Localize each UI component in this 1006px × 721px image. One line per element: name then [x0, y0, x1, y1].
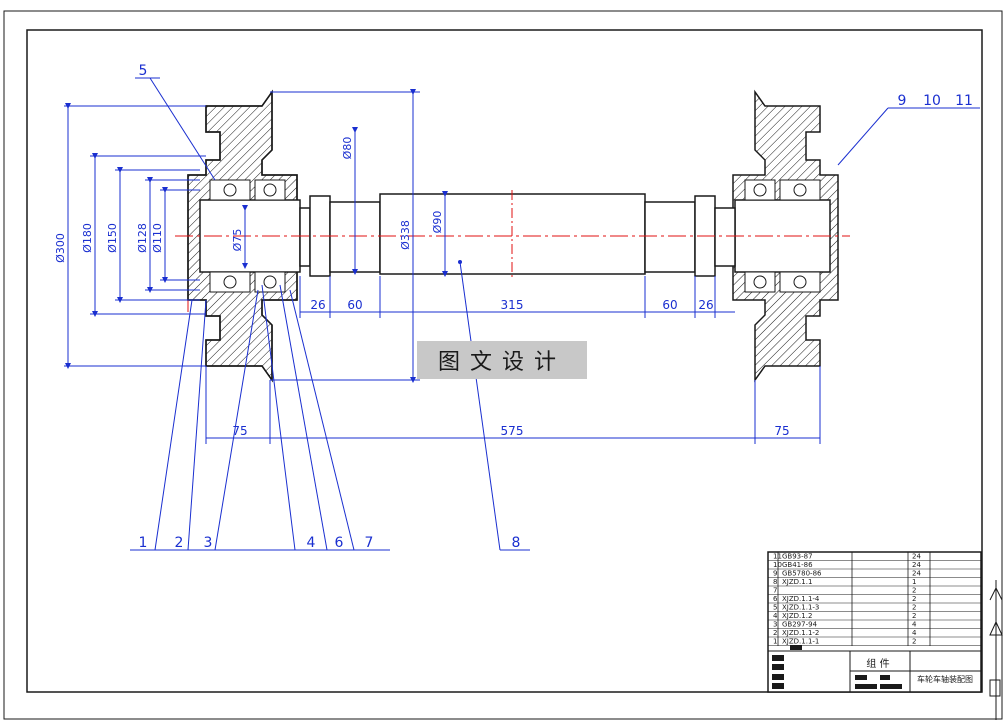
bom-no: 2 [773, 629, 777, 637]
dim-575: 575 [501, 424, 524, 438]
dim-d110: Ø110 [151, 223, 164, 253]
bom-no: 8 [773, 578, 777, 586]
bom-code: XJZD.1.2 [782, 612, 812, 620]
left-diameter-labels: Ø300 Ø180 Ø150 Ø128 Ø110 Ø75 [54, 223, 244, 263]
bom-no: 4 [773, 612, 778, 620]
balloon-9: 9 [898, 93, 907, 109]
overall-length-dimensions [205, 366, 821, 444]
watermark-text: 图文设计 [437, 350, 566, 375]
dim-26-right: 26 [698, 298, 713, 312]
bom-qty: 2 [912, 587, 916, 595]
bom-code: XJZD.1.1-3 [782, 604, 819, 612]
bom-qty: 24 [912, 553, 921, 561]
balloon-2: 2 [175, 535, 184, 551]
bom-code: GB41-86 [782, 561, 813, 569]
dim-d338: Ø338 [399, 220, 412, 250]
bom-no: 6 [773, 595, 778, 603]
dim-d180: Ø180 [81, 223, 94, 253]
bom-code: GB5780-86 [782, 570, 822, 578]
bom-qty: 2 [912, 595, 916, 603]
balloon-1: 1 [139, 535, 148, 551]
bom-qty: 2 [912, 638, 916, 646]
watermark-box: 图文设计 [417, 341, 587, 379]
balloon-4: 4 [307, 535, 316, 551]
bom-code: XJZD.1.1-1 [782, 638, 819, 646]
balloon-10: 10 [923, 93, 941, 109]
bom-code: GB297-94 [782, 621, 818, 629]
balloon-3: 3 [204, 535, 213, 551]
balloon-5: 5 [139, 63, 148, 79]
shaft-diameter-dimensions [270, 89, 448, 383]
balloon-6: 6 [335, 535, 344, 551]
overall-length-labels: 75 575 75 [232, 424, 789, 438]
bom-no: 10 [773, 561, 782, 569]
dim-26-left: 26 [310, 298, 325, 312]
dim-d128: Ø128 [136, 223, 149, 253]
assembly-label: 组 件 [866, 657, 889, 670]
bom-no: 3 [773, 621, 777, 629]
dim-d75: Ø75 [231, 229, 244, 252]
bom-qty: 2 [912, 604, 916, 612]
drawing-name: 车轮车轴装配图 [917, 674, 973, 684]
balloon-7: 7 [365, 535, 374, 551]
bom-qty: 4 [912, 629, 917, 637]
dim-60-left: 60 [347, 298, 362, 312]
shaft-length-dimensions [299, 276, 735, 318]
leader-lines [130, 77, 980, 551]
dim-75-left: 75 [232, 424, 247, 438]
bom-qty: 4 [912, 621, 917, 629]
balloon-11: 11 [955, 93, 973, 109]
part-balloons: 1 2 3 4 6 7 8 5 9 10 11 [139, 63, 973, 551]
bom-no: 5 [773, 604, 777, 612]
dim-d90: Ø90 [431, 211, 444, 234]
balloon-8: 8 [512, 535, 521, 551]
dim-75-right: 75 [774, 424, 789, 438]
dim-60-right: 60 [662, 298, 677, 312]
projection-symbol [989, 580, 1003, 720]
bom-code: XJZD.1.1-4 [782, 595, 820, 603]
shaft-length-labels: 26 60 315 60 26 [310, 298, 713, 312]
inner-border [26, 29, 983, 693]
bom-code: XJZD.1.1-2 [782, 629, 819, 637]
dim-d150: Ø150 [106, 223, 119, 253]
bom-no: 7 [773, 587, 777, 595]
axle-shaft [299, 193, 736, 277]
dim-d300: Ø300 [54, 233, 67, 263]
bom-code: XJZD.1.1 [782, 578, 812, 586]
outer-border [3, 10, 1003, 720]
bom-no: 9 [773, 570, 777, 578]
dim-315: 315 [501, 298, 524, 312]
bom-no: 11 [773, 553, 782, 561]
shaft-diameter-labels: Ø80 Ø338 Ø90 [341, 137, 444, 250]
bom-qty: 24 [912, 570, 921, 578]
left-diameter-dimensions [64, 103, 248, 369]
dim-d80: Ø80 [341, 137, 354, 160]
bom-code: GB93-87 [782, 553, 813, 561]
bom-no: 1 [773, 638, 777, 646]
bom-qty: 1 [912, 578, 916, 586]
bom-qty: 24 [912, 561, 921, 569]
bom-qty: 2 [912, 612, 916, 620]
